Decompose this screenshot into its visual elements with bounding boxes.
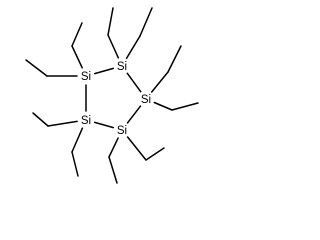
bond-14 (150, 71, 169, 93)
bond-3 (126, 105, 142, 124)
bond-2 (126, 72, 142, 93)
bond-25 (71, 151, 79, 177)
bond-4 (93, 121, 115, 129)
bond-22 (47, 120, 78, 127)
bond-12 (125, 35, 141, 60)
bond-11 (107, 7, 114, 36)
bond-24 (71, 127, 84, 153)
bond-19 (108, 156, 118, 184)
bond-13 (139, 7, 153, 37)
bond-20 (126, 136, 147, 161)
bond-7 (71, 22, 83, 47)
bond-23 (32, 112, 49, 127)
bond-21 (145, 147, 165, 161)
bond-18 (108, 137, 119, 158)
bond-layer (25, 7, 199, 184)
atom-label-si2: Si (117, 61, 127, 73)
bond-15 (167, 45, 182, 73)
bond-9 (25, 59, 48, 77)
bond-16 (153, 101, 173, 111)
bond-6 (71, 45, 83, 69)
bond-17 (171, 102, 199, 111)
atom-label-si3: Si (141, 94, 151, 106)
atom-label-si1: Si (81, 71, 91, 83)
bond-1 (93, 67, 115, 75)
atom-label-si4: Si (117, 125, 127, 137)
atom-label-si5: Si (81, 115, 91, 127)
bond-10 (107, 34, 120, 59)
